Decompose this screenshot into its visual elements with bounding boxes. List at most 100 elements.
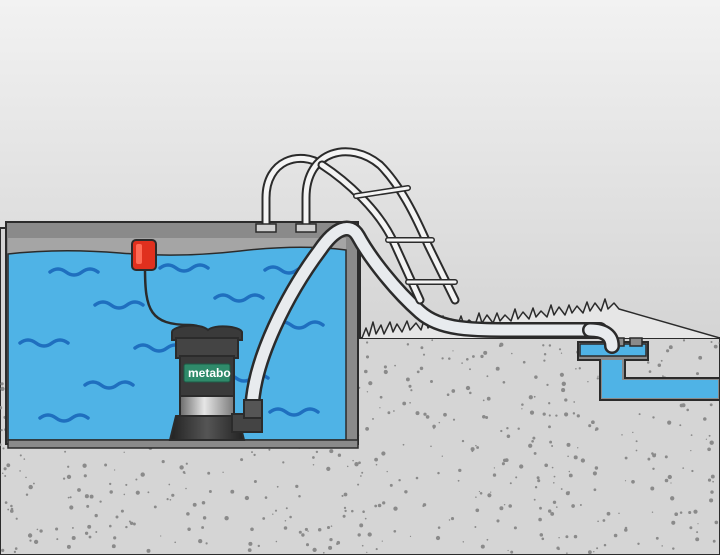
concrete-speck — [161, 460, 165, 464]
concrete-speck — [709, 440, 714, 445]
concrete-speck — [566, 552, 568, 554]
concrete-speck — [448, 519, 451, 521]
concrete-speck — [561, 381, 566, 386]
concrete-speck — [111, 544, 116, 549]
concrete-speck — [613, 533, 618, 538]
concrete-speck — [549, 440, 553, 444]
concrete-speck — [394, 364, 396, 367]
concrete-speck — [55, 527, 59, 531]
concrete-speck — [415, 411, 420, 416]
concrete-speck — [577, 447, 579, 449]
concrete-speck — [662, 375, 664, 377]
concrete-speck — [251, 451, 253, 454]
concrete-speck — [469, 391, 472, 395]
concrete-speck — [579, 504, 582, 506]
concrete-speck — [361, 471, 364, 474]
concrete-speck — [539, 533, 544, 537]
concrete-speck — [202, 516, 207, 520]
concrete-speck — [86, 504, 90, 508]
concrete-speck — [359, 523, 364, 528]
concrete-speck — [104, 463, 108, 467]
concrete-speck — [594, 429, 597, 431]
concrete-speck — [478, 490, 481, 493]
concrete-speck — [667, 474, 672, 480]
concrete-speck — [432, 424, 436, 429]
concrete-speck — [0, 405, 3, 410]
concrete-speck — [541, 537, 545, 541]
concrete-speck — [476, 446, 480, 449]
concrete-speck — [10, 504, 13, 508]
concrete-speck — [542, 344, 545, 347]
concrete-speck — [402, 443, 405, 446]
concrete-speck — [354, 462, 359, 467]
concrete-speck — [480, 544, 485, 549]
concrete-speck — [28, 484, 33, 490]
concrete-speck — [25, 493, 29, 496]
concrete-speck — [365, 341, 369, 344]
concrete-speck — [3, 467, 7, 471]
concrete-speck — [416, 370, 420, 374]
concrete-speck — [546, 383, 549, 387]
concrete-speck — [276, 485, 279, 488]
concrete-speck — [160, 535, 162, 537]
concrete-speck — [374, 504, 378, 508]
concrete-speck — [257, 544, 260, 548]
concrete-speck — [670, 482, 672, 484]
concrete-speck — [304, 527, 308, 531]
concrete-speck — [458, 468, 462, 473]
concrete-speck — [567, 455, 569, 458]
concrete-speck — [87, 524, 92, 529]
concrete-speck — [534, 375, 538, 379]
concrete-speck — [558, 536, 560, 539]
concrete-speck — [529, 410, 535, 415]
concrete-speck — [713, 344, 718, 349]
concrete-speck — [379, 407, 381, 409]
concrete-speck — [336, 542, 339, 546]
concrete-speck — [268, 448, 271, 451]
concrete-speck — [487, 493, 492, 498]
concrete-speck — [253, 479, 257, 484]
concrete-speck — [285, 507, 288, 510]
concrete-speck — [573, 401, 576, 403]
concrete-speck — [330, 525, 333, 527]
concrete-speck — [346, 465, 349, 468]
concrete-speck — [343, 506, 347, 510]
concrete-speck — [25, 476, 27, 479]
concrete-speck — [262, 517, 266, 520]
concrete-speck — [435, 535, 441, 541]
concrete-speck — [364, 517, 367, 520]
concrete-speck — [67, 465, 70, 468]
concrete-speck — [707, 478, 712, 482]
concrete-speck — [13, 550, 17, 554]
concrete-speck — [56, 538, 59, 541]
concrete-speck — [482, 399, 485, 402]
concrete-speck — [679, 424, 682, 427]
brand-logo-text: metabo — [188, 366, 231, 380]
concrete-speck — [528, 443, 533, 448]
concrete-speck — [132, 522, 136, 526]
concrete-speck — [480, 354, 484, 359]
concrete-speck — [710, 340, 713, 344]
concrete-speck — [125, 525, 128, 529]
concrete-speck — [657, 363, 662, 367]
concrete-speck — [362, 510, 365, 513]
concrete-speck — [244, 495, 250, 501]
concrete-speck — [129, 521, 134, 526]
concrete-speck — [635, 440, 638, 443]
concrete-speck — [32, 482, 35, 485]
concrete-speck — [550, 511, 555, 516]
concrete-speck — [695, 372, 700, 376]
concrete-speck — [274, 509, 278, 512]
concrete-speck — [493, 467, 496, 469]
concrete-speck — [624, 456, 628, 460]
concrete-speck — [470, 447, 475, 452]
concrete-speck — [503, 503, 506, 506]
concrete-speck — [565, 491, 570, 496]
concrete-speck — [123, 493, 126, 496]
concrete-speck — [430, 445, 432, 448]
concrete-speck — [682, 467, 685, 469]
concrete-speck — [125, 483, 128, 486]
concrete-speck — [322, 551, 325, 554]
concrete-speck — [490, 491, 492, 493]
concrete-speck — [560, 352, 563, 354]
